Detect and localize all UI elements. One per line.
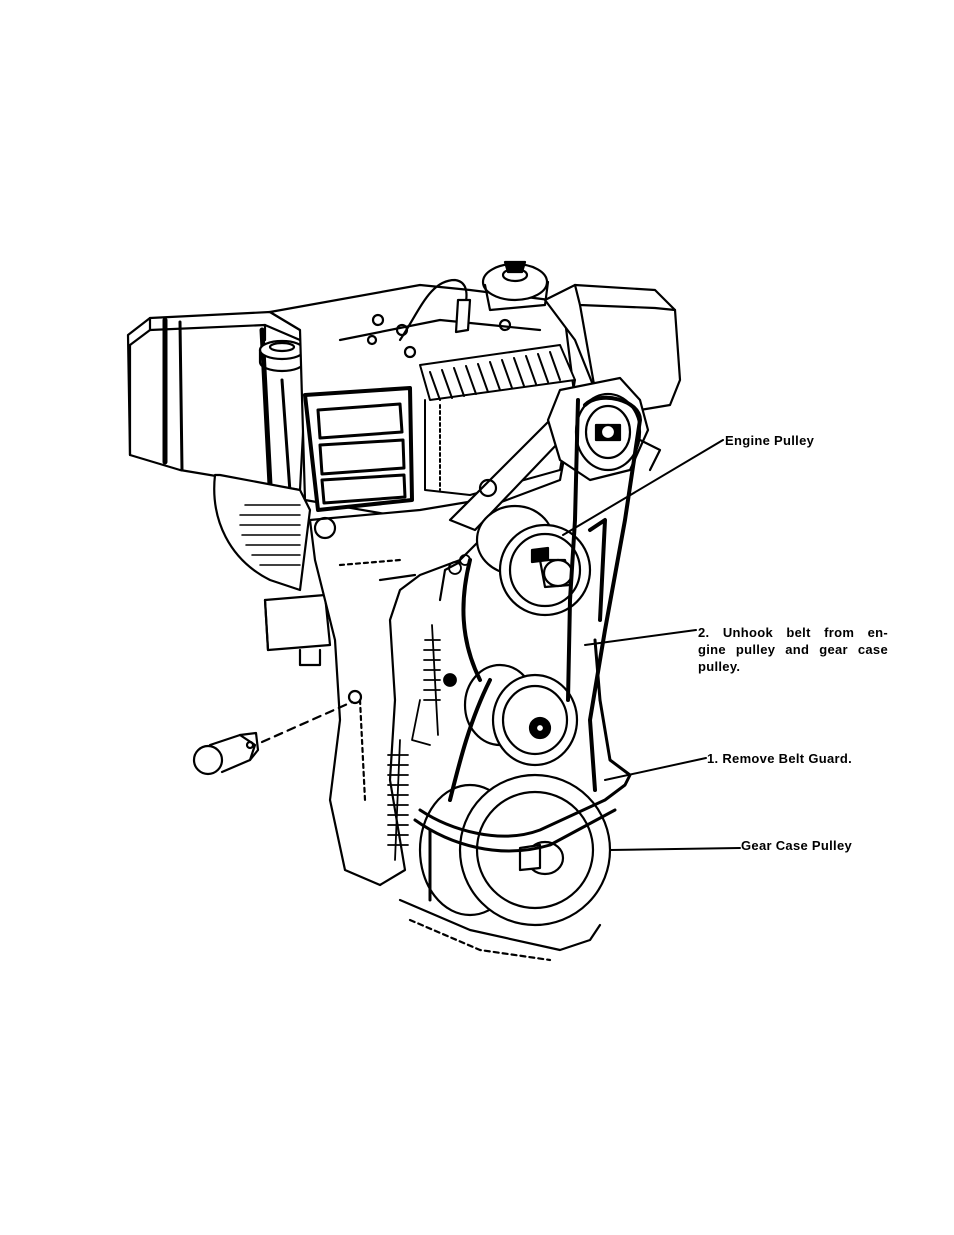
- removed-pin: [194, 702, 352, 774]
- leader-unhook: [585, 630, 696, 645]
- label-unhook-belt: 2. Unhook belt from en- gine pulley and …: [698, 624, 888, 675]
- leader-gear-case: [610, 848, 740, 850]
- label-unhook-line3: pulley.: [698, 658, 888, 675]
- label-unhook-line2: gine pulley and gear case: [698, 641, 888, 658]
- crankcase: [214, 475, 310, 590]
- blower-housing: [305, 388, 412, 510]
- label-unhook-line1: 2. Unhook belt from en-: [698, 624, 888, 641]
- mounting-base: [265, 595, 330, 665]
- label-gear-case-pulley: Gear Case Pulley: [741, 837, 852, 854]
- label-remove-belt-guard: 1. Remove Belt Guard.: [707, 750, 852, 767]
- label-engine-pulley: Engine Pulley: [725, 432, 814, 449]
